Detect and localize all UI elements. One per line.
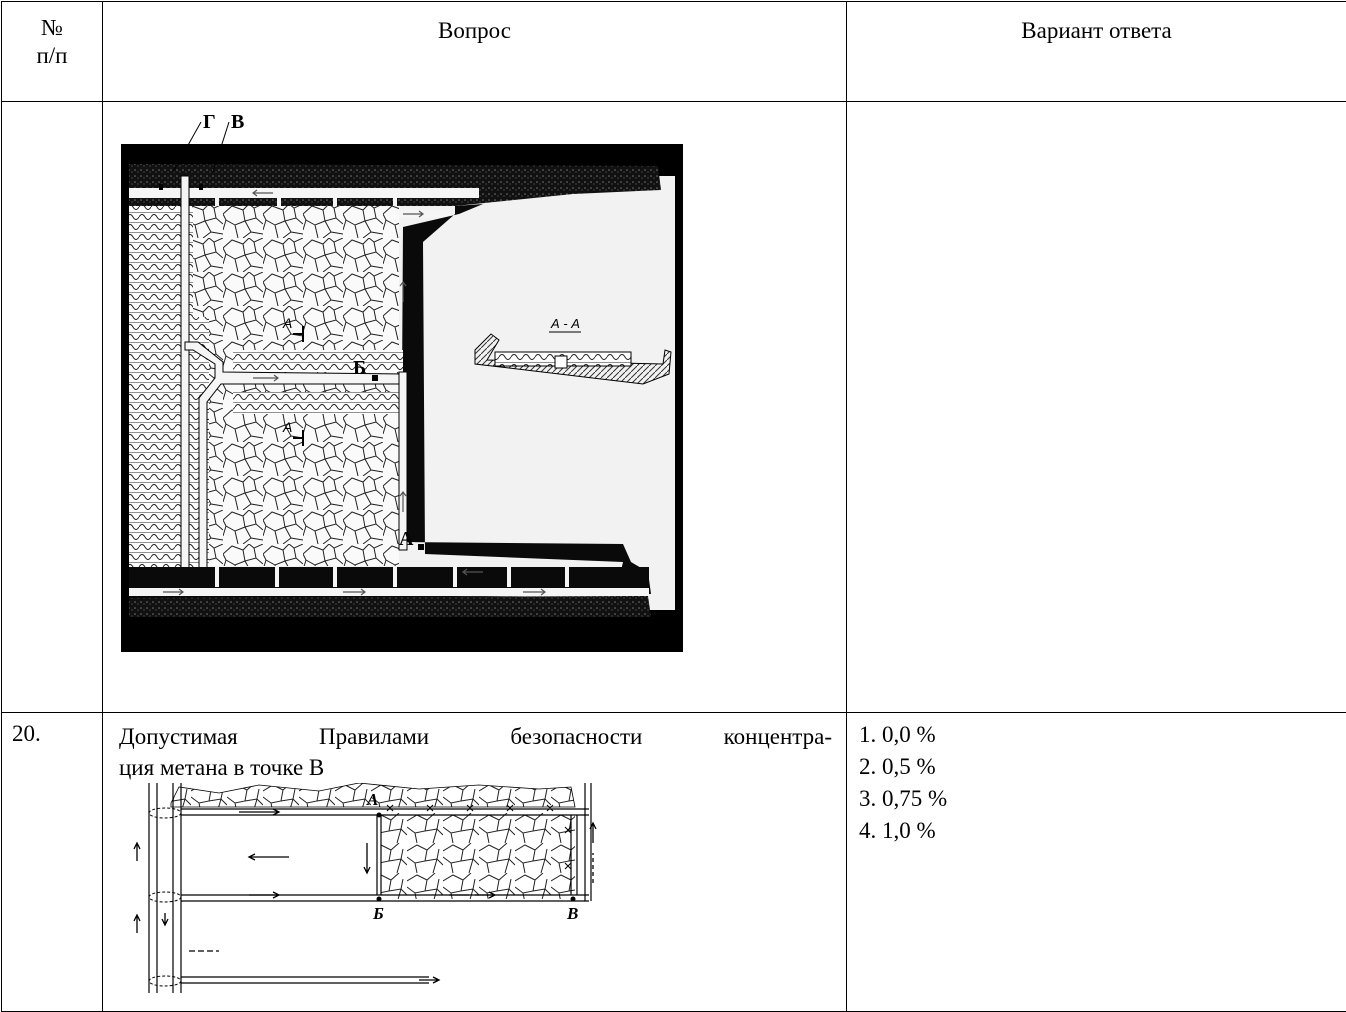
table-row: 20. Допустимая Правилами безопасности ко… [2,713,1346,1012]
svg-text:А - А: А - А [550,316,580,331]
svg-text:А: А [399,528,414,550]
header-question: Вопрос [103,2,847,102]
svg-text:Б: Б [353,357,366,379]
question-cell: Допустимая Правилами безопасности концен… [103,713,847,1012]
bottom-haulage-drift [129,588,649,596]
point-b-label: Б [372,904,384,923]
lower-packing-strip [233,392,403,414]
question-number: 20. [2,713,103,1012]
header-number-line2: п/п [2,42,102,70]
header-answer: Вариант ответа [847,2,1346,102]
goaf-block [381,813,575,899]
bottom-drift-rock [129,567,649,587]
answer-option-2[interactable]: 2. 0,5 % [859,751,1346,783]
answer-option-1[interactable]: 1. 0,0 % [859,719,1346,751]
number-cell [2,102,103,713]
table-row: А А А - А Г [2,102,1346,713]
face-tailgate [399,372,407,550]
point-a-label: А [366,790,378,809]
question-cell: А А А - А Г [103,102,847,713]
mine-ventilation-scheme: А А А - А Г [103,102,847,712]
svg-text:В: В [231,111,244,133]
upper-packing-strip [233,350,403,372]
svg-text:Г: Г [203,111,216,133]
answer-option-4[interactable]: 4. 1,0 % [859,815,1346,847]
header-number-line1: № [2,14,102,42]
answer-cell-empty [847,102,1346,713]
table-header-row: № п/п Вопрос Вариант ответа [2,2,1346,102]
ventilation-shaft [181,176,189,586]
stoppings [149,808,181,986]
svg-text:А: А [282,419,292,435]
question-text-line2: ция метана в точке В [119,752,832,783]
point-v-label: В [566,904,578,923]
svg-text:А: А [282,315,292,331]
header-number: № п/п [2,2,103,102]
bottom-rock [129,596,651,617]
answer-option-3[interactable]: 3. 0,75 % [859,783,1346,815]
question-text-line1: Допустимая Правилами безопасности концен… [119,721,832,752]
longwall-ventilation-scheme: А Б В [119,783,599,993]
answer-cell: 1. 0,0 % 2. 0,5 % 3. 0,75 % 4. 1,0 % [847,713,1346,1012]
